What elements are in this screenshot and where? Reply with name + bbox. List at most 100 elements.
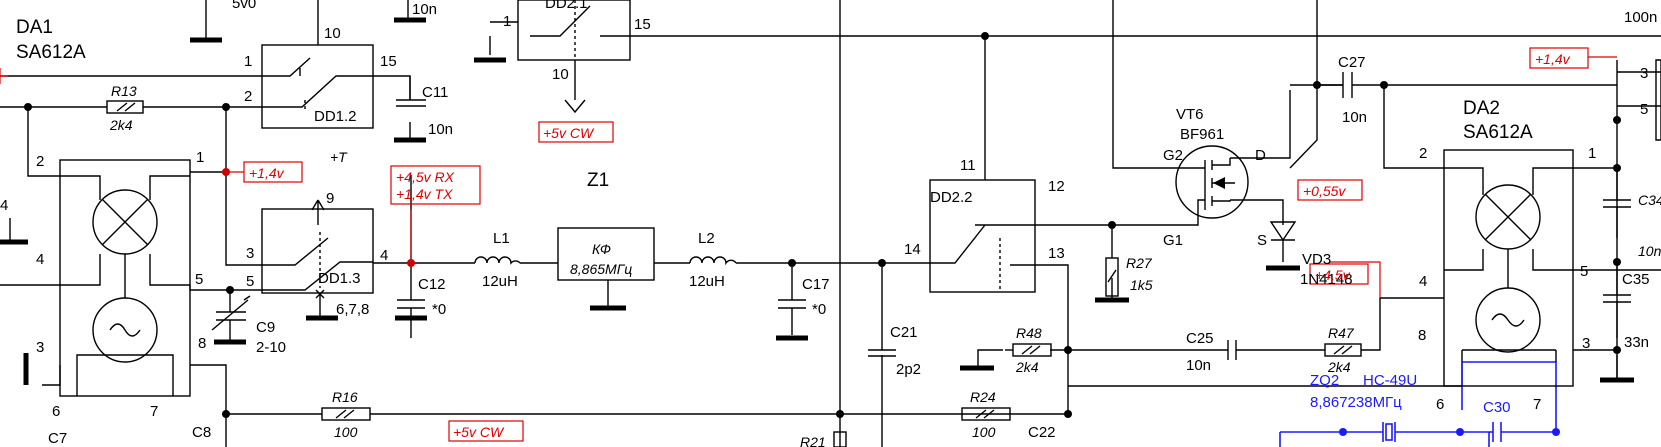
r24-val: 100 [972, 424, 996, 440]
dd21-switch [490, 0, 631, 114]
pin: 1 [244, 53, 252, 70]
c7-ref: C7 [48, 430, 67, 447]
c21-val: 2p2 [896, 361, 921, 378]
r27-val: 1k5 [1130, 277, 1153, 293]
pin: 4 [380, 247, 388, 264]
edge-box [1655, 59, 1661, 141]
dd22-ref: DD2.2 [930, 189, 973, 206]
pin: 10 [324, 25, 341, 42]
v-cw-b: +5v CW [453, 424, 505, 440]
c34-val: 10n [1638, 243, 1661, 259]
pin: 15 [380, 53, 397, 70]
c27-ref: C27 [1338, 54, 1366, 71]
da2-ref: DA2 [1463, 98, 1500, 119]
r48-ref: R48 [1016, 325, 1042, 341]
pin: 10 [552, 66, 569, 83]
pin: 3 [36, 339, 44, 356]
top-100n: 100n [1624, 9, 1657, 26]
top-5v0: 5v0 [232, 0, 256, 12]
r16-val: 100 [334, 424, 358, 440]
v-14-b: +1,4v [1535, 51, 1571, 67]
pin: 5 [195, 271, 203, 288]
c22-ref: C22 [1028, 424, 1056, 441]
pin: G1 [1163, 232, 1183, 249]
r48-val: 2k4 [1015, 359, 1039, 375]
pin: 5 [1580, 263, 1588, 280]
zq2-freq: 8,867238МГц [1310, 394, 1402, 411]
pin: 15 [634, 16, 651, 33]
r24-ref: R24 [970, 389, 996, 405]
l1-val: 12uH [482, 273, 518, 290]
pin: 4 [0, 197, 8, 214]
c25-ref: C25 [1186, 330, 1214, 347]
da1-ic [59, 159, 191, 397]
pin: 4 [1419, 273, 1427, 290]
r47-ref: R47 [1328, 325, 1355, 341]
v-tx: +1,4v TX [396, 186, 453, 202]
resistors [106, 100, 1362, 447]
pin: 3 [1640, 65, 1648, 82]
pin: G2 [1163, 147, 1183, 164]
pin: 12 [1048, 178, 1065, 195]
dd12-switch [261, 44, 374, 129]
c34-ref: C34 [1638, 192, 1661, 208]
pin: 2 [1419, 145, 1427, 162]
zq2-ref: ZQ2 [1310, 372, 1339, 389]
pin: 6 [52, 403, 60, 420]
da1-ref: DA1 [16, 17, 53, 38]
r47-val: 2k4 [1327, 359, 1351, 375]
z1-freq: 8,865МГц [570, 261, 632, 277]
pin: 5 [1640, 101, 1648, 118]
c25-val: 10n [1186, 357, 1211, 374]
red-wires [0, 56, 1617, 298]
da1-type: SA612A [16, 42, 86, 63]
c11-val: 10n [428, 121, 453, 138]
inductors [474, 256, 737, 266]
pin: 1 [196, 149, 204, 166]
da2-type: SA612A [1463, 122, 1533, 143]
c17-ref: C17 [802, 276, 830, 293]
c9-ref: C9 [256, 319, 275, 336]
red-label-boxes [243, 47, 1589, 442]
c12-ref: C12 [418, 276, 446, 293]
pin: 9 [326, 190, 334, 207]
pin: S [1257, 232, 1267, 249]
dd13-ref: DD1.3 [318, 270, 361, 287]
z1-filter [557, 227, 655, 281]
pin: 6,7,8 [336, 301, 369, 318]
v-rx: +4,5v RX [396, 169, 455, 185]
pin: 8 [198, 335, 206, 352]
dd13-switch [261, 199, 374, 299]
r21-ref: R21 [800, 434, 826, 447]
v-14-a: +1,4v [249, 165, 285, 181]
pin: 13 [1048, 245, 1065, 262]
z1-ref: Z1 [587, 170, 609, 191]
l2-ref: L2 [698, 230, 715, 247]
c12-val: *0 [432, 301, 446, 318]
da2-ic [1443, 149, 1574, 387]
zq2-case: HC-49U [1363, 372, 1417, 389]
r27-ref: R27 [1126, 255, 1153, 271]
c27-val: 10n [1342, 109, 1367, 126]
v-cw-a: +5v CW [543, 125, 595, 141]
junctions [24, 32, 1621, 418]
r13-ref: R13 [111, 83, 137, 99]
blue-junctions [1339, 428, 1560, 436]
pin: 2 [244, 88, 252, 105]
pin: 1 [1588, 145, 1596, 162]
l2-val: 12uH [689, 273, 725, 290]
z1-type: КФ [592, 241, 611, 257]
vt6-ref: VT6 [1176, 106, 1204, 123]
r13-val: 2k4 [109, 117, 133, 133]
c9-val: 2-10 [256, 339, 286, 356]
vd3-diode [1269, 221, 1297, 242]
c11-ref: C11 [422, 84, 448, 101]
v-055: +0,55v [1303, 183, 1346, 199]
vt6-type: BF961 [1180, 126, 1224, 143]
pin: D [1255, 147, 1266, 164]
pin: 3 [1582, 335, 1590, 352]
temp-label: +T [330, 149, 348, 165]
